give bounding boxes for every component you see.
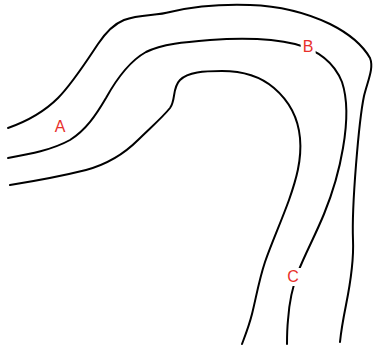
point-label: A (53, 118, 68, 136)
point-label: C (285, 268, 301, 286)
outer-bank (8, 5, 371, 342)
point-label: B (301, 38, 316, 56)
center-line (8, 39, 346, 344)
inner-bank (10, 71, 300, 344)
